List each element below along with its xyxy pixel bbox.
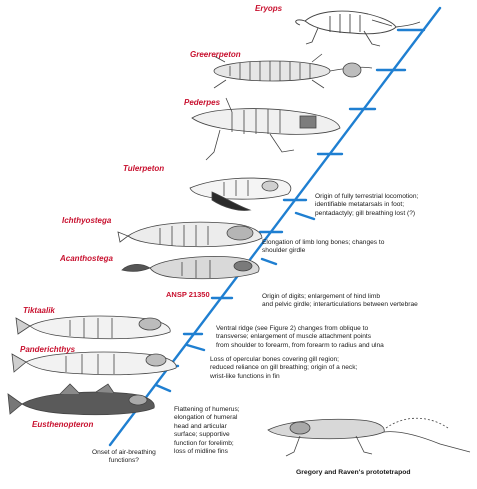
taxon-label-eryops: Eryops (255, 4, 283, 13)
tiktaalik-drawing (15, 315, 171, 340)
eryops-drawing (295, 10, 421, 47)
note-limb: Elongation of limb long bones; changes t… (262, 239, 385, 255)
taxon-label-tulerpeton: Tulerpeton (123, 164, 165, 173)
taxon-label-tiktaalik: Tiktaalik (23, 306, 55, 315)
note-opercular: Loss of opercular bones covering gill re… (210, 356, 358, 380)
taxon-label-eusthenopteron: Eusthenopteron (32, 420, 94, 429)
greererpeton-drawing (213, 53, 373, 89)
note-terrestrial: Origin of fully terrestrial locomotion;i… (315, 193, 419, 217)
eusthenopteron-drawing (7, 383, 155, 416)
pederpes-drawing (191, 97, 341, 161)
specimen-label: ANSP 21350 (166, 290, 210, 299)
taxon-label-panderichthys: Panderichthys (20, 345, 76, 354)
taxon-label-greererpeton: Greererpeton (190, 50, 241, 59)
acanthostega-drawing (121, 256, 260, 280)
taxon-label-acanthostega: Acanthostega (60, 254, 113, 263)
prototetrapod-caption: Gregory and Raven's prototetrapod (296, 469, 411, 476)
panderichthys-drawing (11, 351, 177, 376)
note-humerus: Flattening of humerus;elongation of hume… (174, 406, 240, 456)
taxon-label-pederpes: Pederpes (184, 98, 221, 107)
note-ridge: Ventral ridge (see Figure 2) changes fro… (216, 325, 384, 349)
taxon-label-ichthyostega: Ichthyostega (62, 216, 112, 225)
tulerpeton-drawing (189, 177, 292, 211)
note-digits: Origin of digits; enlargement of hind li… (262, 293, 418, 309)
prototetrapod-drawing (267, 417, 471, 457)
ichthyostega-drawing (117, 221, 263, 248)
